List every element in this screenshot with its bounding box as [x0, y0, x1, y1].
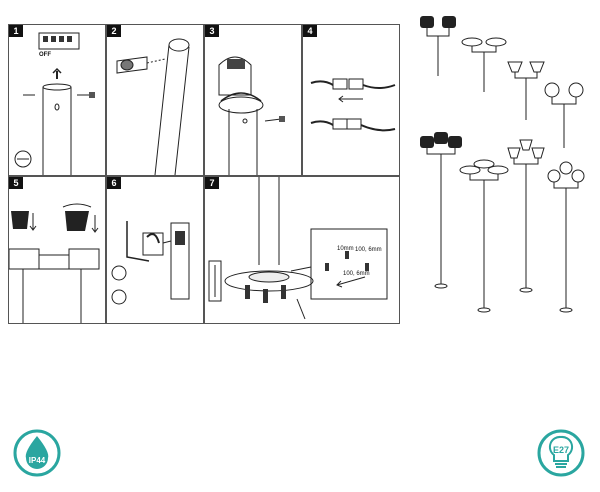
lamp-variant-double-dark: [420, 16, 456, 76]
step-6-panel: 6: [106, 176, 204, 324]
step-number: 6: [107, 177, 121, 189]
off-label: OFF: [39, 52, 51, 58]
step-3-panel: 3: [204, 24, 302, 176]
bulb-type-badge: E27: [536, 428, 586, 478]
bulb-type-text: E27: [552, 445, 569, 455]
lamp-variants-gallery: [412, 8, 596, 320]
ip-rating-badge: IP44: [12, 428, 62, 478]
dimension-label-10mm: 10mm: [337, 246, 354, 252]
lamp-variant-double-dish: [461, 37, 507, 92]
step-7-panel: 7 10mm 100, 6mm 100, 6mm: [204, 176, 400, 324]
step-4-illustration: [310, 78, 396, 132]
step-number: 1: [9, 25, 23, 37]
lamp-variant-double-cone: [507, 61, 545, 120]
step-2-illustration: [116, 38, 190, 175]
dimension-label-100-6mm-lower: 100, 6mm: [343, 271, 370, 277]
water-drop-icon: [13, 429, 61, 477]
step-3-illustration: [218, 56, 285, 175]
ip-rating-text: IP44: [28, 456, 46, 465]
lamp-variant-triple-dish: [459, 159, 509, 313]
step-1-panel: 1 OFF: [8, 24, 106, 176]
lamp-variant-triple-cone: [507, 139, 545, 293]
step-number: 2: [107, 25, 121, 37]
step-number: 7: [205, 177, 219, 189]
lamp-variant-double-globe: [544, 82, 584, 148]
lamp-variant-triple-dark: [420, 132, 462, 289]
step-2-panel: 2: [106, 24, 204, 176]
step-5-panel: 5: [8, 176, 106, 324]
step-6-illustration: [111, 221, 190, 305]
step-number: 3: [205, 25, 219, 37]
step-number: 5: [9, 177, 23, 189]
lightbulb-icon: [537, 429, 585, 477]
lamp-variants-illustration: [420, 16, 585, 313]
step-4-panel: 4: [302, 24, 400, 176]
step-7-illustration: [208, 177, 388, 320]
dimension-label-100-6mm: 100, 6mm: [355, 247, 382, 253]
step-1-illustration: [14, 32, 95, 175]
step-5-illustration: [9, 203, 100, 323]
step-number: 4: [303, 25, 317, 37]
lamp-variant-triple-globe: [547, 161, 585, 313]
